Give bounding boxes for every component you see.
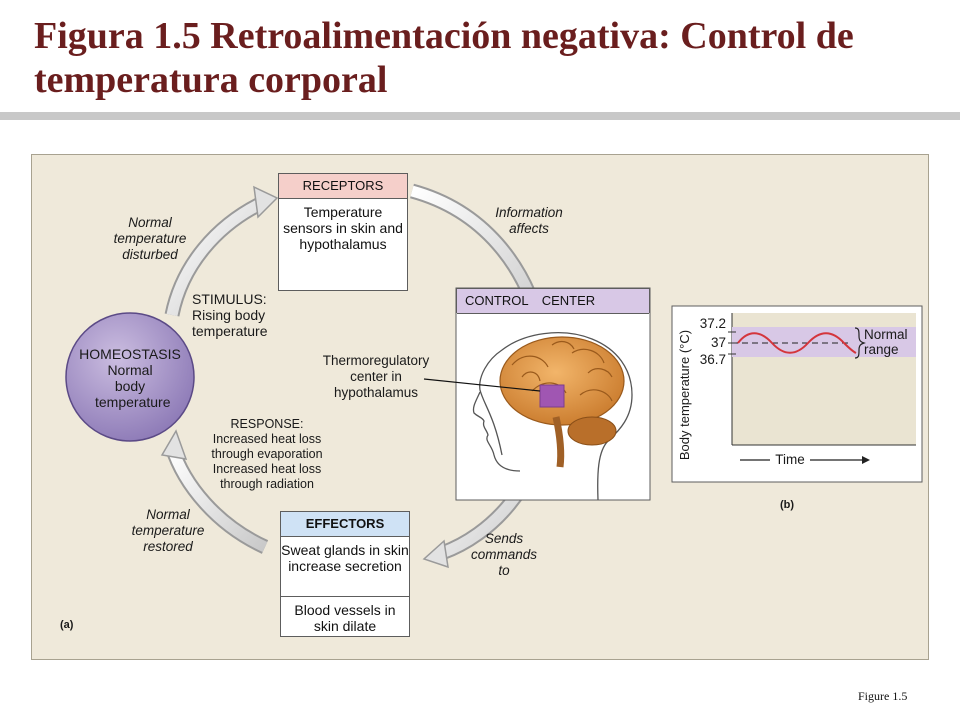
graph-xlabel: Time [775, 452, 805, 467]
temperature-curve [737, 332, 857, 354]
homeostasis-heading: HOMEOSTASIS [79, 346, 181, 362]
sends-commands-label: Sends commands to [470, 531, 538, 578]
normal-disturbed-label: Normal temperature disturbed [113, 215, 187, 262]
response-lines: Increased heat loss through evaporation … [211, 432, 323, 491]
graph-ylabel: Body temperature (°C) [677, 329, 692, 461]
hypothalamus-marker [539, 384, 565, 408]
graph-tick-37-2: 37.2 [699, 316, 726, 331]
homeostasis-label: HOMEOSTASIS Normal body temperature [68, 346, 192, 410]
effectors-body-vessels: Blood vessels in skin dilate [294, 602, 396, 634]
control-center-heading: CONTROL CENTER [457, 289, 649, 314]
figure-caption: Figure 1.5 [858, 689, 908, 703]
title-divider [0, 112, 960, 120]
effectors-heading: EFFECTORS [281, 512, 409, 537]
slide-title: Figura 1.5 Retroalimentación negativa: C… [34, 15, 854, 101]
receptors-heading: RECEPTORS [279, 174, 407, 199]
brain-illustration [499, 336, 625, 468]
diagram-graphics [65, 183, 923, 569]
response-label: RESPONSE: Increased heat loss through ev… [197, 417, 337, 492]
normal-range-band [732, 327, 916, 357]
receptors-box: RECEPTORS Temperature sensors in skin an… [278, 173, 408, 291]
response-heading: RESPONSE: [230, 417, 304, 431]
normal-range-label: Normal range [864, 327, 908, 357]
receptors-body: Temperature sensors in skin and hypothal… [283, 204, 403, 252]
thermoregulatory-label: Thermoregulatory center in hypothalamus [322, 353, 430, 400]
graph-tick-36-7: 36.7 [699, 352, 726, 367]
arrow-normal-restored [160, 429, 269, 554]
homeostasis-circle [65, 312, 195, 442]
stimulus-label: STIMULUS: Rising body temperature [192, 291, 268, 339]
normal-restored-label: Normal temperature restored [131, 507, 205, 554]
effectors-box: EFFECTORS Sweat glands in skin increase … [280, 511, 410, 637]
panel-b-label: (b) [780, 499, 795, 511]
figure-panel: RECEPTORS Temperature sensors in skin an… [31, 154, 929, 660]
panel-a-label: (a) [60, 619, 74, 631]
graph-b [671, 305, 923, 483]
arrow-normal-disturbed [164, 185, 279, 317]
information-affects-label: Information affects [495, 205, 563, 236]
graph-tick-37: 37 [710, 335, 726, 350]
homeostasis-body: Normal body temperature [95, 362, 171, 410]
effectors-body-sweat: Sweat glands in skin increase secretion [281, 537, 409, 597]
thermoregulatory-pointer [423, 378, 541, 392]
control-center-header: CONTROL CENTER [456, 288, 650, 314]
